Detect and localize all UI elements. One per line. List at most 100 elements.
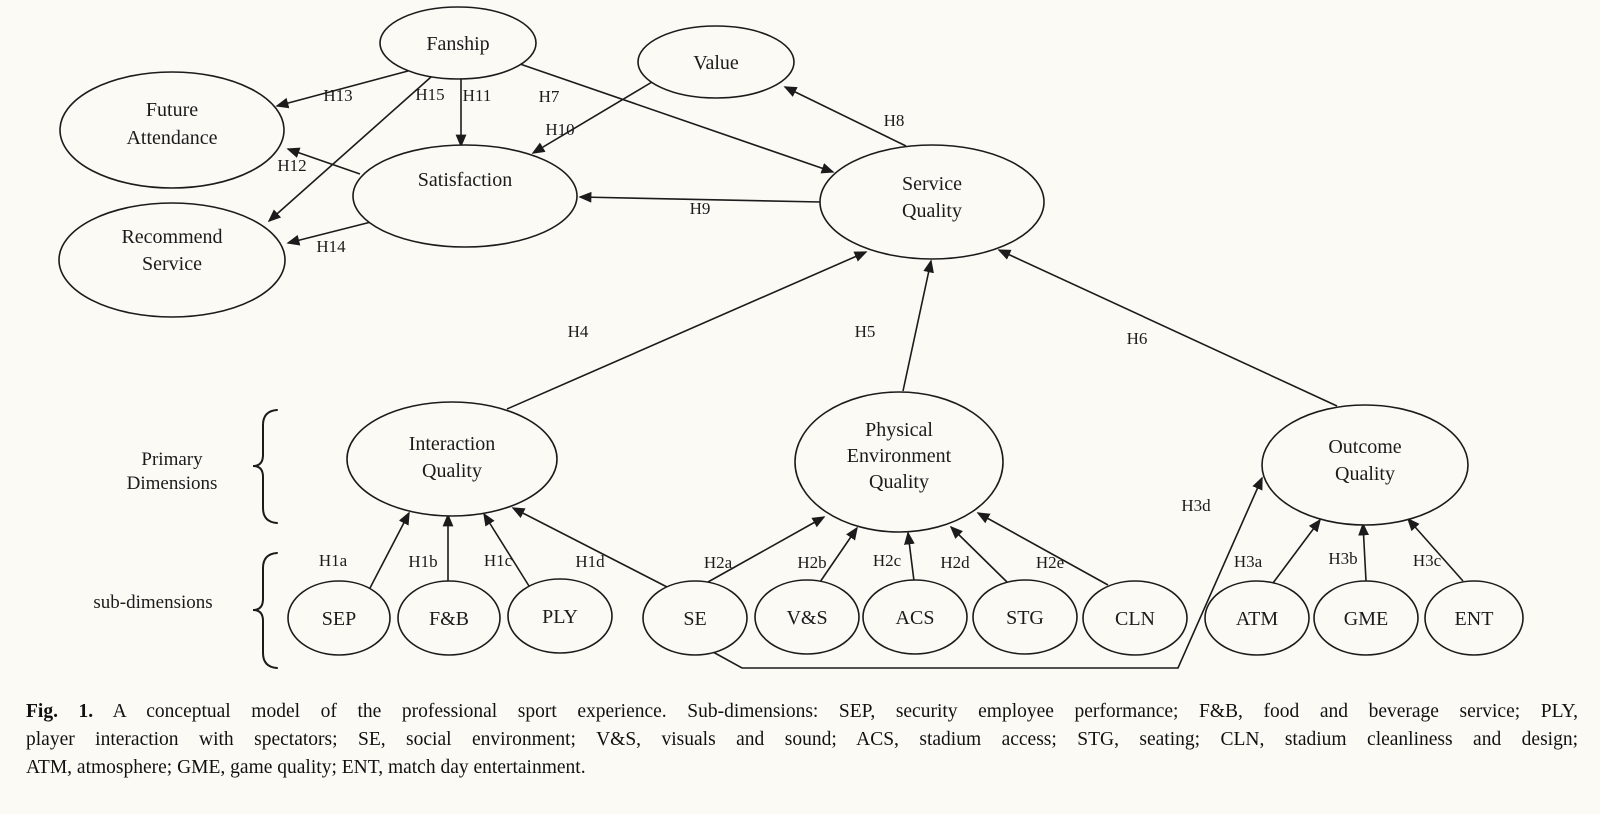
label-primary-dimensions-1: Primary [141, 449, 203, 470]
label-fb: F&B [429, 608, 469, 630]
edge-h12-satisfaction-to-future-attendance [286, 147, 361, 175]
hyp-h11: H11 [463, 86, 492, 105]
edge-h8-service-quality-to-value [783, 86, 907, 147]
edge-h1a-sep-to-interaction-quality [369, 511, 410, 589]
node-future-attendance [59, 71, 285, 189]
hyp-h3b: H3b [1328, 549, 1357, 568]
caption-fig-label: Fig. 1. [26, 701, 94, 722]
hyp-h6: H6 [1127, 329, 1148, 348]
node-interaction-quality [346, 401, 558, 517]
label-gme: GME [1344, 608, 1388, 630]
label-outcome-quality-1: Outcome [1328, 436, 1401, 458]
dimension-groups: Primary Dimensions sub-dimensions [93, 409, 278, 669]
label-sub-dimensions: sub-dimensions [93, 592, 212, 613]
hyp-h3c: H3c [1413, 551, 1442, 570]
node-value [637, 25, 795, 99]
conceptual-model-diagram: Fanship Value Future Attendance Satisfac… [58, 6, 1524, 669]
label-atm: ATM [1236, 608, 1278, 630]
node-fb [397, 580, 501, 656]
hyp-h12: H12 [277, 156, 306, 175]
label-cln: CLN [1115, 608, 1155, 630]
hyp-h9: H9 [690, 199, 711, 218]
edge-h2c-acs-to-physical-environment-quality [904, 531, 915, 582]
hyp-h1b: H1b [408, 552, 437, 571]
label-se: SE [683, 608, 706, 630]
label-physical-environment-quality-1: Physical [865, 419, 933, 441]
hyp-h2b: H2b [797, 553, 826, 572]
edge-h3d-se-to-outcome-quality [712, 476, 1263, 669]
label-sep: SEP [322, 608, 356, 630]
hyp-h1c: H1c [484, 551, 513, 570]
edge-h2b-vs-to-physical-environment-quality [819, 526, 858, 583]
node-cln [1082, 580, 1188, 656]
node-service-quality [819, 144, 1045, 260]
label-physical-environment-quality-3: Quality [869, 471, 929, 493]
label-outcome-quality-2: Quality [1335, 463, 1395, 485]
label-recommend-service-2: Service [142, 253, 202, 275]
hyp-h8: H8 [884, 111, 905, 130]
edge-h9-service-quality-to-satisfaction [578, 191, 822, 203]
caption-line-3: ATM, atmosphere; GME, game quality; ENT,… [26, 757, 586, 778]
edge-h4-interaction-quality-to-service-quality [506, 251, 868, 410]
caption-line-1: Fig. 1. A conceptual model of the profes… [26, 698, 1578, 726]
hyp-h2e: H2e [1036, 553, 1064, 572]
node-outcome-quality [1261, 404, 1469, 526]
label-service-quality-1: Service [902, 173, 962, 195]
label-physical-environment-quality-2: Environment [847, 445, 952, 467]
edge-h2a-se-to-physical-environment-quality [707, 516, 826, 583]
edge-h7-fanship-to-service-quality [519, 63, 835, 174]
label-service-quality-2: Quality [902, 200, 962, 222]
node-sep [287, 580, 391, 656]
caption-line-1-text: A conceptual model of the professional s… [93, 701, 1578, 722]
node-recommend-service [58, 202, 286, 318]
edge-h3c-ent-to-outcome-quality [1406, 517, 1464, 582]
hyp-h1d: H1d [575, 552, 605, 571]
node-ply [507, 578, 613, 654]
node-stg [972, 579, 1078, 655]
label-primary-dimensions-2: Dimensions [127, 473, 218, 494]
primary-dimensions-brace [252, 409, 278, 524]
hypothesis-labels: H13 H15 H11 H7 H10 H8 H12 H9 H14 H4 H5 H… [277, 85, 1441, 572]
label-value: Value [693, 52, 739, 74]
hyp-h1a: H1a [319, 551, 348, 570]
label-acs: ACS [896, 607, 935, 629]
label-satisfaction: Satisfaction [418, 169, 512, 191]
sub-dimensions-brace [252, 552, 278, 669]
label-vs: V&S [786, 607, 827, 629]
node-acs [862, 579, 968, 655]
hyp-h14: H14 [316, 237, 346, 256]
hyp-h2a: H2a [704, 553, 733, 572]
edge-h14-satisfaction-to-recommend-service [286, 221, 372, 246]
figure-caption: Fig. 1. A conceptual model of the profes… [26, 698, 1578, 782]
hyp-h15: H15 [415, 85, 444, 104]
hyp-h5: H5 [855, 322, 876, 341]
label-ply: PLY [542, 606, 578, 628]
hyp-h7: H7 [539, 87, 560, 106]
edge-h10-value-to-satisfaction [531, 81, 653, 154]
label-interaction-quality-2: Quality [422, 460, 482, 482]
node-vs [754, 579, 860, 655]
edge-h3b-gme-to-outcome-quality [1358, 522, 1370, 582]
hyp-h10: H10 [545, 120, 574, 139]
label-future-attendance-1: Future [146, 99, 198, 121]
edge-h13-fanship-to-future-attendance [275, 70, 409, 109]
node-gme [1313, 580, 1419, 656]
hyp-h13: H13 [323, 86, 352, 105]
label-stg: STG [1006, 607, 1044, 629]
edge-h5-physical-environment-quality-to-service-quality [902, 259, 934, 392]
hyp-h3a: H3a [1234, 552, 1263, 571]
edges [267, 63, 1464, 669]
label-fanship: Fanship [426, 33, 489, 55]
label-ent: ENT [1455, 608, 1494, 630]
hyp-h2d: H2d [940, 553, 970, 572]
edge-h3a-atm-to-outcome-quality [1272, 518, 1321, 584]
edge-h6-outcome-quality-to-service-quality [997, 249, 1338, 407]
node-labels: Fanship Value Future Attendance Satisfac… [121, 33, 1493, 630]
hyp-h4: H4 [568, 322, 589, 341]
hyp-h3d: H3d [1181, 496, 1211, 515]
edge-h2d-stg-to-physical-environment-quality [949, 525, 1009, 584]
node-atm [1204, 580, 1310, 656]
nodes [58, 6, 1524, 656]
edge-h1c-ply-to-interaction-quality [483, 512, 530, 587]
node-ent [1424, 580, 1524, 656]
